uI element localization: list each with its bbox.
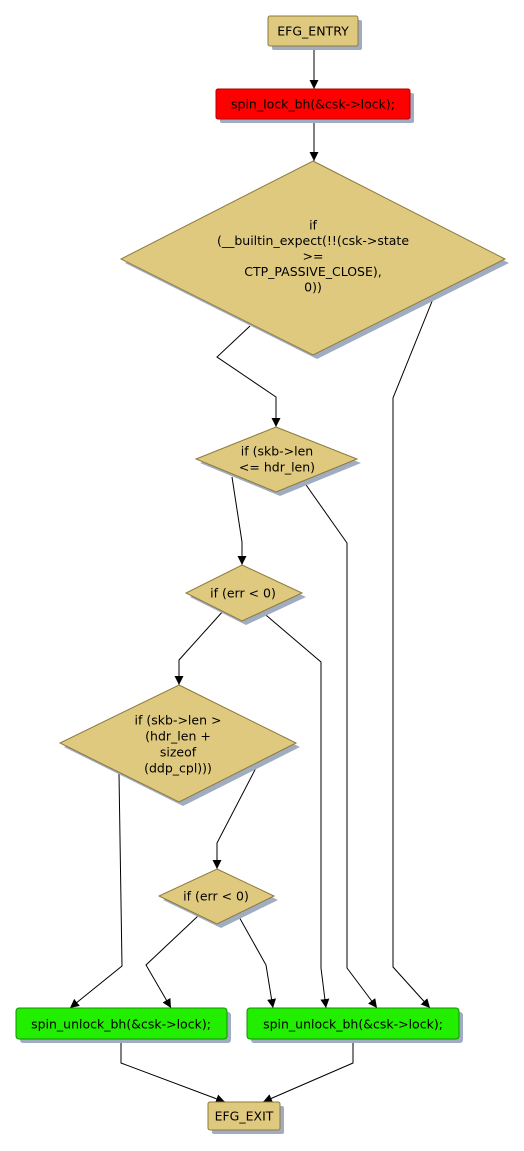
label-line: if (skb->len — [241, 444, 313, 459]
node-spin-lock: spin_lock_bh(&csk->lock); — [215, 88, 414, 123]
edge-cond-err1-to-unlock-right — [259, 609, 330, 1009]
label-line: >= — [303, 249, 324, 264]
node-cond-state-label: if(__builtin_expect(!!(csk->state>=CTP_P… — [217, 218, 409, 295]
node-cond-state: if(__builtin_expect(!!(csk->state>=CTP_P… — [119, 160, 509, 359]
edge-cond-state-to-unlock-right — [392, 293, 436, 1009]
label-line: spin_unlock_bh(&csk->lock); — [31, 1017, 211, 1032]
node-cond-len: if (skb->len<= hdr_len) — [194, 426, 361, 496]
label-line: spin_unlock_bh(&csk->lock); — [263, 1017, 443, 1032]
label-line: (__builtin_expect(!!(csk->state — [217, 233, 409, 248]
node-unlock-right: spin_unlock_bh(&csk->lock); — [246, 1007, 463, 1043]
edge-unlock-left-to-exit — [120, 1040, 226, 1104]
node-efg-entry-label: EFG_ENTRY — [277, 24, 349, 39]
label-line: spin_lock_bh(&csk->lock); — [231, 97, 395, 112]
label-line: 0)) — [304, 280, 322, 295]
node-spin-lock-label: spin_lock_bh(&csk->lock); — [231, 97, 395, 112]
label-line: sizeof — [160, 745, 197, 760]
edge-cond-err1-to-cond-len2 — [174, 609, 225, 685]
label-line: <= hdr_len) — [239, 460, 315, 475]
node-efg-entry: EFG_ENTRY — [267, 15, 362, 50]
label-line: if (err < 0) — [183, 889, 249, 904]
edge-cond-err2-to-unlock-left — [145, 915, 199, 1009]
label-line: (hdr_len + — [145, 729, 211, 744]
edge-cond-state-to-cond-len — [216, 325, 281, 427]
label-line: if (err < 0) — [210, 586, 276, 601]
node-unlock-left-label: spin_unlock_bh(&csk->lock); — [31, 1017, 211, 1032]
label-line: CTP_PASSIVE_CLOSE), — [244, 264, 381, 279]
node-cond-len2-label: if (skb->len >(hdr_len +sizeof(ddp_cpl))… — [135, 713, 222, 776]
edge-cond-len2-to-cond-err2 — [212, 763, 259, 869]
node-efg-exit: EFG_EXIT — [207, 1101, 284, 1134]
edge-cond-len-to-unlock-right — [303, 481, 378, 1009]
node-efg-exit-label: EFG_EXIT — [215, 1109, 274, 1124]
edge-cond-len-to-cond-err1 — [231, 476, 247, 565]
node-cond-len2: if (skb->len >(hdr_len +sizeof(ddp_cpl))… — [58, 684, 300, 806]
nodes: EFG_ENTRY spin_lock_bh(&csk->lock); if(_… — [15, 15, 509, 1134]
node-cond-len-label: if (skb->len<= hdr_len) — [239, 444, 315, 475]
label-line: (ddp_cpl))) — [144, 761, 212, 776]
edge-cond-err2-to-unlock-right — [237, 914, 276, 1009]
label-line: EFG_EXIT — [215, 1109, 274, 1124]
node-unlock-left: spin_unlock_bh(&csk->lock); — [15, 1007, 231, 1043]
label-line: if (skb->len > — [135, 713, 222, 728]
edge-unlock-right-to-exit — [262, 1040, 354, 1103]
node-unlock-right-label: spin_unlock_bh(&csk->lock); — [263, 1017, 443, 1032]
node-cond-err2-label: if (err < 0) — [183, 889, 249, 904]
label-line: EFG_ENTRY — [277, 24, 349, 39]
node-cond-err2: if (err < 0) — [157, 868, 278, 928]
edge-cond-len2-to-unlock-left — [69, 773, 123, 1009]
edges — [69, 46, 436, 1104]
label-line: if — [309, 218, 317, 233]
node-cond-err1-label: if (err < 0) — [210, 586, 276, 601]
node-cond-err1: if (err < 0) — [184, 564, 306, 625]
